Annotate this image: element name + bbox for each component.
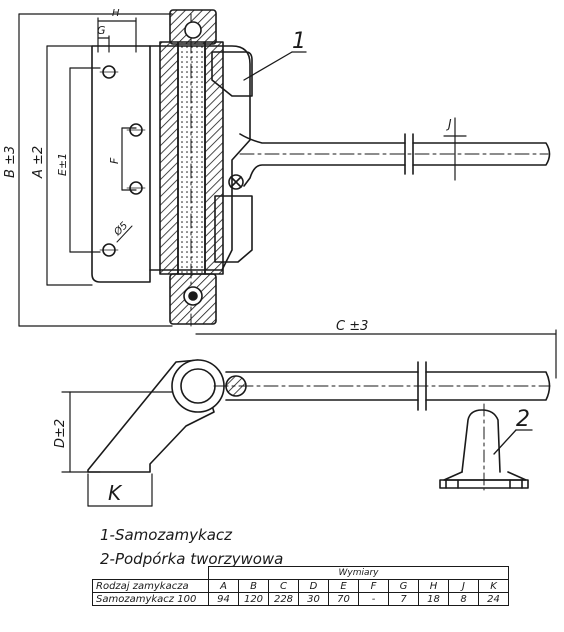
dim-f-label: F [108,157,121,164]
support-bracket [87,359,215,473]
technical-drawing: 1 H G B ±3 A ±2 E±1 F Ø5 J C ±3 D±2 K 2 [3,8,557,507]
table-cell: 94 [208,592,239,606]
dimension-lines-top [18,13,467,327]
table-group-header: Wymiary [208,566,509,580]
hinge-plate [91,45,151,283]
body-upper-cover [211,51,253,97]
column-header: F [358,579,389,593]
dim-d-label: D±2 [53,419,68,448]
table-cell: 18 [418,592,449,606]
column-header: J [448,579,479,593]
dim-e-label: E±1 [56,153,69,176]
dim-g-label: G [97,24,106,37]
table-group-row: Wymiary [93,566,509,580]
table-cell: 70 [328,592,359,606]
arm-top-view [239,133,406,187]
dim-j-label: J [446,117,452,131]
column-header: D [298,579,329,593]
dimension-table: Wymiary Rodzaj zamykacza A B C D E F G H… [92,566,509,606]
dim-c-label: C ±3 [336,319,368,334]
table-cell: 24 [478,592,509,606]
table-row: Samozamykacz 100 94 120 228 30 70 - 7 18… [92,592,509,606]
dim-a-label: A ±2 [31,146,46,179]
arm-side-view [225,371,419,401]
dim-b-label: B ±3 [3,146,18,178]
dim-k-label: K [108,481,123,505]
plastic-support [461,409,501,473]
table-cell: 228 [268,592,299,606]
column-header: A [208,579,239,593]
callout-2: 2 [516,407,530,432]
column-header: B [238,579,269,593]
table-cell: 30 [298,592,329,606]
mounting-holes [99,65,146,257]
table-cell: 7 [388,592,419,606]
table-cell: 120 [238,592,269,606]
row-name: Samozamykacz 100 [92,592,209,606]
column-header: E [328,579,359,593]
table-header-row: Rodzaj zamykacza A B C D E F G H J K [92,579,509,593]
lock-screw [228,174,244,190]
table-cell: 8 [448,592,479,606]
dim-h-label: H [112,8,120,19]
hinge-body [149,45,251,271]
column-header: K [478,579,509,593]
dim-hole-label: Ø5 [111,220,130,239]
column-header: G [388,579,419,593]
cylinder-wall-right [204,41,224,275]
column-header: H [418,579,449,593]
legend-item-support: 2-Podpórka tworzywowa [100,550,284,568]
table-cell: - [358,592,389,606]
table-type-header: Rodzaj zamykacza [92,579,209,593]
cylinder-wall-left [159,41,179,275]
callout-1: 1 [292,29,306,54]
legend-item-closer: 1-Samozamykacz [100,526,233,544]
column-header: C [268,579,299,593]
